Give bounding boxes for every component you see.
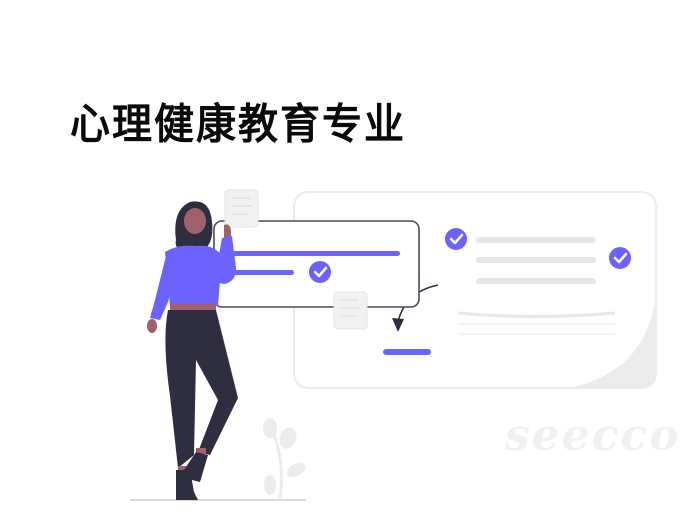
watermark: seecco (505, 410, 681, 461)
check-icon (609, 247, 631, 269)
paper-note-icon (224, 189, 259, 228)
check-icon (445, 228, 467, 250)
paper-note-icon (333, 291, 368, 330)
page-title: 心理健康教育专业 (70, 100, 406, 150)
woman-figure (147, 201, 238, 500)
plant-icon (263, 418, 306, 499)
foreground-card (213, 220, 420, 308)
